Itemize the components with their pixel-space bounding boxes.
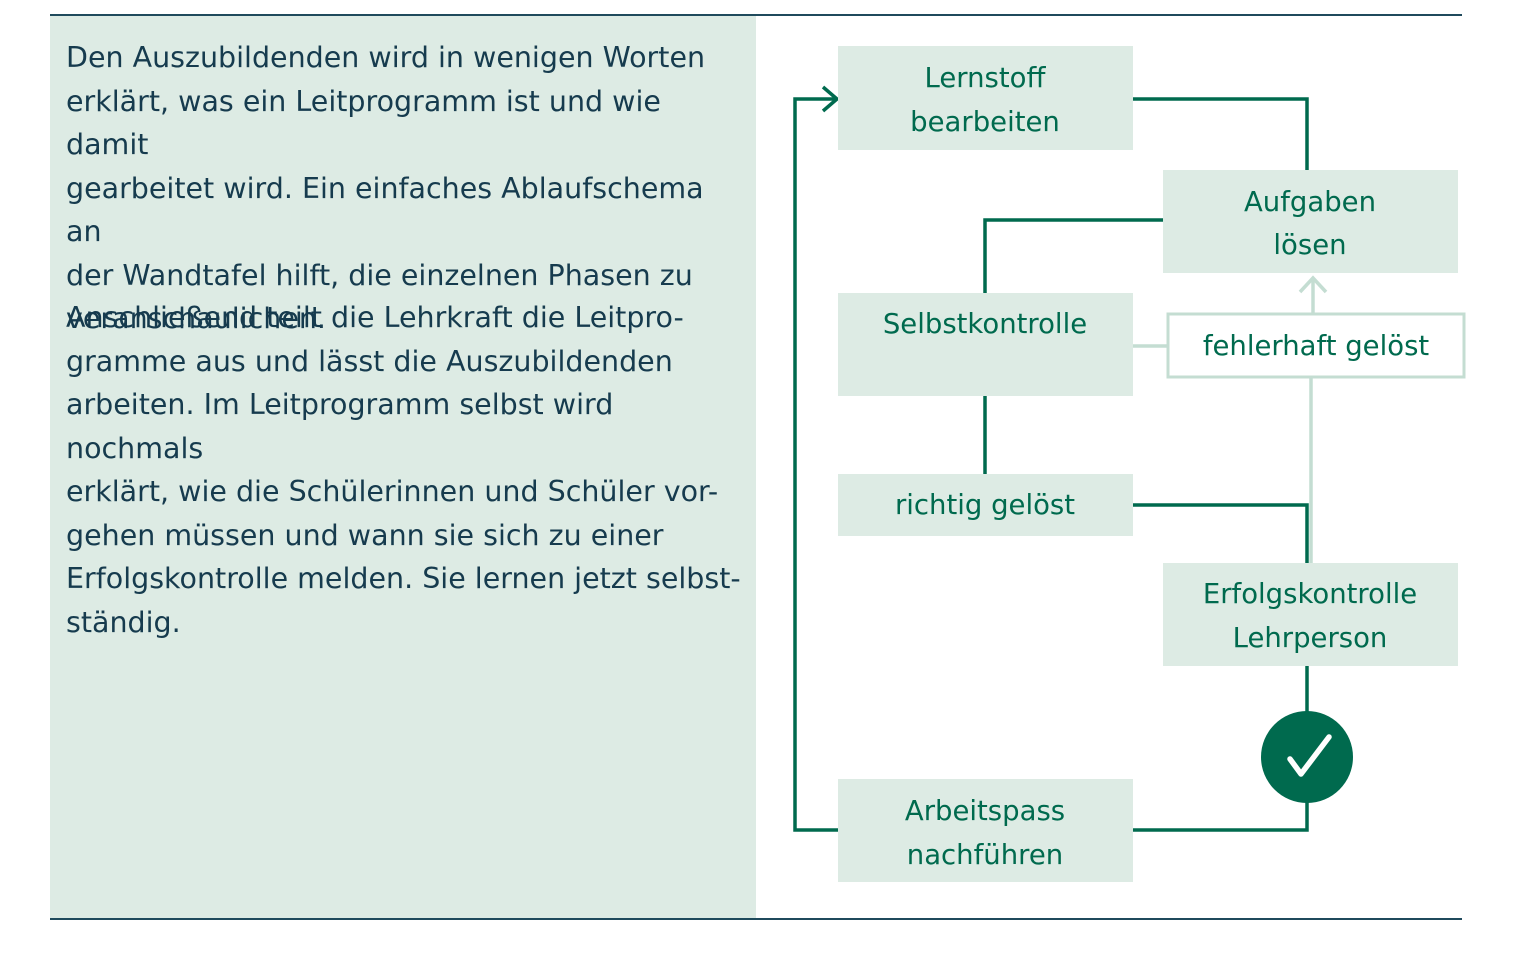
node-aufgaben-label: Aufgaben <box>1244 186 1376 218</box>
node-aufgaben-label: lösen <box>1273 229 1346 261</box>
node-fehlerhaft-label: fehlerhaft gelöst <box>1203 330 1430 362</box>
node-lernstoff-label: bearbeiten <box>910 106 1060 138</box>
node-richtig-box <box>838 474 1133 536</box>
node-lernstoff-box <box>838 46 1133 150</box>
node-richtig-label: richtig gelöst <box>895 489 1075 521</box>
node-erfolgskontrolle-box <box>1163 563 1458 666</box>
instruction-paragraph: Anschließend teilt die Lehrkraft die Lei… <box>66 301 741 639</box>
node-selbstkontrolle-box <box>838 293 1133 396</box>
node-aufgaben-box <box>1163 170 1458 273</box>
loop-back-connector <box>793 97 838 832</box>
node-lernstoff-label: Lernstoff <box>925 62 1047 94</box>
connector-check-to-arbeitspass <box>1133 802 1309 832</box>
node-erfolgskontrolle-label: Lehrperson <box>1233 622 1388 654</box>
connector-aufgaben-to-selbstkontrolle <box>983 218 1163 293</box>
connector-lernstoff-to-aufgaben <box>1133 97 1309 170</box>
node-arbeitspass-label: Arbeitspass <box>905 795 1065 827</box>
top-rule <box>50 14 1462 16</box>
node-arbeitspass-box <box>838 779 1133 882</box>
node-selbstkontrolle-label: Selbstkontrolle <box>883 308 1087 340</box>
node-arbeitspass-label: nachführen <box>907 839 1063 871</box>
arrow-head-icon <box>1298 275 1328 294</box>
intro-paragraph: Den Auszubildenden wird in wenigen Worte… <box>66 41 706 335</box>
text-panel: Den Auszubildenden wird in wenigen Worte… <box>50 16 756 918</box>
arrow-head-icon <box>821 85 840 113</box>
connector-richtig-to-erfolgskontrolle <box>1133 503 1309 563</box>
node-erfolgskontrolle-label: Erfolgskontrolle <box>1203 578 1417 610</box>
bottom-rule <box>50 918 1462 920</box>
node-fehlerhaft-box <box>1166 312 1466 379</box>
check-icon <box>1261 711 1353 803</box>
